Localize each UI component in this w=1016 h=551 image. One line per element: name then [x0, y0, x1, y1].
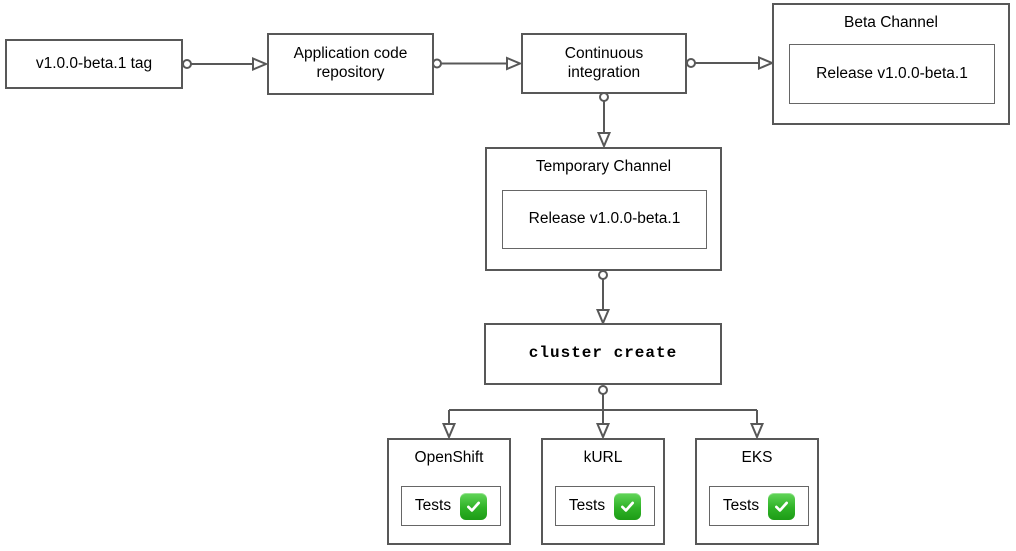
temporary-channel-node: Temporary Channel Release v1.0.0-beta.1: [485, 147, 722, 271]
platform-node-eks: EKS Tests: [695, 438, 819, 545]
tests-label: Tests: [414, 496, 452, 514]
cluster-create-label: cluster create: [528, 344, 678, 363]
temporary-channel-release-label: Release v1.0.0-beta.1: [528, 210, 681, 228]
temporary-channel-release-box: Release v1.0.0-beta.1: [502, 190, 707, 249]
temporary-channel-title: Temporary Channel: [535, 158, 672, 175]
beta-channel-node: Beta Channel Release v1.0.0-beta.1: [772, 3, 1010, 125]
platform-title-eks: EKS: [741, 449, 773, 466]
platform-title-kurl: kURL: [583, 449, 623, 466]
platform-title-openshift: OpenShift: [414, 449, 484, 466]
check-mark-icon: [614, 492, 642, 520]
tests-box-openshift: Tests: [401, 486, 501, 526]
platform-node-kurl: kURL Tests: [541, 438, 665, 545]
tests-box-eks: Tests: [709, 486, 809, 526]
tag-label: v1.0.0-beta.1 tag: [35, 54, 153, 72]
ci-label: Continuous integration: [564, 44, 644, 81]
platform-node-openshift: OpenShift Tests: [387, 438, 511, 545]
beta-channel-release-label: Release v1.0.0-beta.1: [816, 64, 968, 82]
tag-node: v1.0.0-beta.1 tag: [5, 39, 183, 89]
check-mark-icon: [460, 492, 488, 520]
check-mark-icon: [768, 492, 796, 520]
tests-label: Tests: [722, 496, 760, 514]
cluster-create-node: cluster create: [484, 323, 722, 385]
tests-box-kurl: Tests: [555, 486, 655, 526]
ci-node: Continuous integration: [521, 33, 687, 94]
beta-channel-release-box: Release v1.0.0-beta.1: [789, 44, 995, 104]
tests-label: Tests: [568, 496, 606, 514]
beta-channel-title: Beta Channel: [844, 14, 938, 31]
app-repo-node: Application code repository: [267, 33, 434, 95]
app-repo-label: Application code repository: [293, 45, 408, 81]
